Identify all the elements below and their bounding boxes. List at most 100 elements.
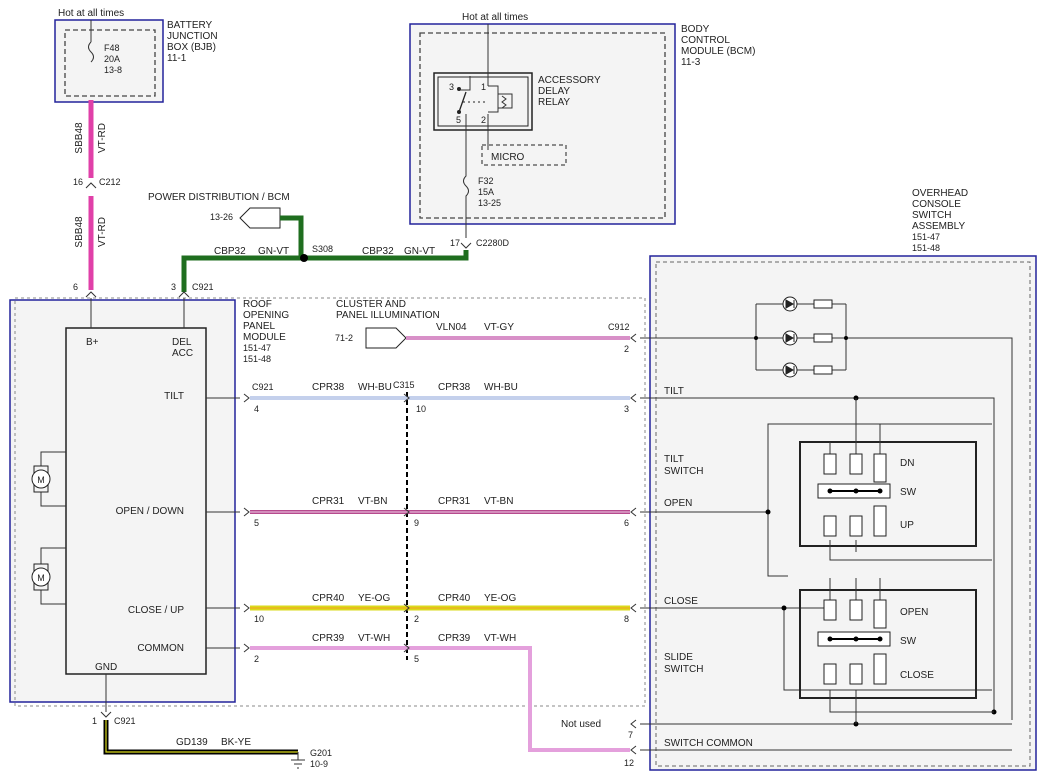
wire-gd139-circuit: GD139 <box>176 737 208 748</box>
not-used-label: Not used <box>561 719 601 730</box>
slide-contact-4 <box>823 663 837 685</box>
connector-c912-label: C912 <box>608 322 630 332</box>
ropm-pin-gnd: GND <box>95 662 117 673</box>
bcm-name-4: 11-3 <box>681 57 701 68</box>
tilt-contact-4 <box>823 515 837 537</box>
body-control-module: Hot at all times BODY CONTROL MODULE (BC… <box>409 12 755 249</box>
relay-switch-arm <box>458 91 467 113</box>
led-3-diode <box>785 365 795 375</box>
relay-pin-3: 3 <box>449 82 454 92</box>
connector-c921-pin3-symbol <box>178 291 190 298</box>
tilt-switch-label-1: TILT <box>664 454 684 465</box>
wire-cpr39-circuit-2: CPR39 <box>438 633 471 644</box>
fuse-f48-ref: 13-8 <box>104 65 122 75</box>
wire-cpr38-connector: C921 <box>252 382 274 392</box>
overhead-box <box>649 255 1037 771</box>
ropm-name-2: OPENING <box>243 310 289 321</box>
overhead-name-6: 151-48 <box>912 243 940 253</box>
bjb-name-2: JUNCTION <box>167 31 218 42</box>
tilt-switch-terminals <box>829 398 992 561</box>
ropm-box <box>9 299 236 703</box>
wire-sbb48-color-1: VT-RD <box>97 123 108 153</box>
illum-junction-right <box>844 336 848 340</box>
relay-name-3: RELAY <box>538 97 570 108</box>
pin-close-mid: 2 <box>414 614 419 624</box>
wire-cpr31-circuit-2: CPR31 <box>438 496 471 507</box>
ropm-pin-common: COMMON <box>137 643 184 654</box>
connector-c921-pin3: 3 <box>171 282 176 292</box>
connector-c921-pin6: 6 <box>73 282 78 292</box>
wire-cpr39-circuit-1: CPR39 <box>312 633 345 644</box>
slide-switch: SLIDE SWITCH OPEN SW CLOSE <box>664 578 994 724</box>
ropm-name-1: ROOF <box>243 299 272 310</box>
slide-contact-2 <box>849 599 863 621</box>
connector-c921-gnd-name: C921 <box>114 716 136 726</box>
relay-inner <box>437 76 529 127</box>
overhead-console: OVERHEAD CONSOLE SWITCH ASSEMBLY 151-47 … <box>243 188 1037 771</box>
resistor-3-icon <box>813 365 833 375</box>
ropm-pin-open-down: OPEN / DOWN <box>116 506 184 517</box>
fuse-f32-rating: 15A <box>478 187 494 197</box>
overhead-close-label: CLOSE <box>664 596 698 607</box>
bcm-inner <box>419 32 666 219</box>
wire-sbb48: SBB48 VT-RD SBB48 VT-RD 16 C212 6 <box>73 100 121 298</box>
overhead-tilt-line <box>640 397 995 712</box>
wire-cpr39-line <box>250 646 630 752</box>
wire-sbb48-circuit-2: SBB48 <box>74 216 85 248</box>
motor-2-label: M <box>37 573 45 583</box>
slide-slider-dot-3 <box>877 636 883 642</box>
overhead-name-3: SWITCH <box>912 210 951 221</box>
splice-s308-label: S308 <box>312 244 333 254</box>
tilt-contact-3 <box>873 453 887 483</box>
pin-open-left: 5 <box>254 518 259 528</box>
ropm-connector-frame <box>14 297 646 707</box>
bcm-name-2: CONTROL <box>681 35 730 46</box>
wire-cbp32-color-2: GN-VT <box>404 246 435 257</box>
bcm-hot-label: Hot at all times <box>462 12 528 23</box>
pin-close-right: 8 <box>624 614 629 624</box>
wire-cpr31-circuit-1: CPR31 <box>312 496 345 507</box>
power-dist-label: POWER DISTRIBUTION / BCM <box>148 192 290 203</box>
slide-contact-5 <box>849 663 863 685</box>
overhead-inner <box>655 261 1031 767</box>
overhead-open-label: OPEN <box>664 498 692 509</box>
cluster-ref: 71-2 <box>335 333 353 343</box>
connector-c212-name: C212 <box>99 177 121 187</box>
overhead-close-line <box>640 607 992 691</box>
motor-1-icon <box>31 469 51 489</box>
ropm-name-4: MODULE <box>243 332 286 343</box>
ropm-pin-del: DEL <box>172 337 192 348</box>
wire-cpr38-circuit-2: CPR38 <box>438 382 471 393</box>
pin-common-left: 2 <box>254 654 259 664</box>
relay-output-wire <box>463 114 469 238</box>
slide-pos-close: CLOSE <box>900 670 934 681</box>
tilt-switch-label-2: SWITCH <box>664 466 703 477</box>
wire-cpr39-color-1: VT-WH <box>358 633 390 644</box>
ropm-name-5: 151-47 <box>243 343 271 353</box>
pin-tilt-mid: 10 <box>416 404 426 414</box>
ground-symbol <box>291 752 305 769</box>
pin-close-left: 10 <box>254 614 264 624</box>
motor-1-label: M <box>37 475 45 485</box>
pin-common-right: 12 <box>624 758 634 768</box>
ropm-pin-acc: ACC <box>172 348 193 359</box>
slide-switch-label-1: SLIDE <box>664 652 693 663</box>
relay-name-2: DELAY <box>538 86 570 97</box>
bcm-name-3: MODULE (BCM) <box>681 46 755 57</box>
connector-c921-gnd-symbol <box>100 711 112 718</box>
motor-2-wires <box>40 547 66 605</box>
wire-gd139-stripe <box>105 720 298 753</box>
bjb-name-4: 11-1 <box>167 53 187 64</box>
pin-tilt-right: 3 <box>624 404 629 414</box>
ropm-pin-bplus: B+ <box>86 337 99 348</box>
wire-cpr31-color-1: VT-BN <box>358 496 387 507</box>
fuse-f48-id: F48 <box>104 43 120 53</box>
wire-cpr40-color-1: YE-OG <box>358 593 390 604</box>
overhead-name-4: ASSEMBLY <box>912 221 965 232</box>
ropm-supply-wires <box>90 298 185 328</box>
cluster-connector <box>365 327 407 349</box>
wire-cpr38-color-2: WH-BU <box>484 382 518 393</box>
wire-sbb48-circuit-1: SBB48 <box>74 122 85 154</box>
pin-common-mid: 5 <box>414 654 419 664</box>
